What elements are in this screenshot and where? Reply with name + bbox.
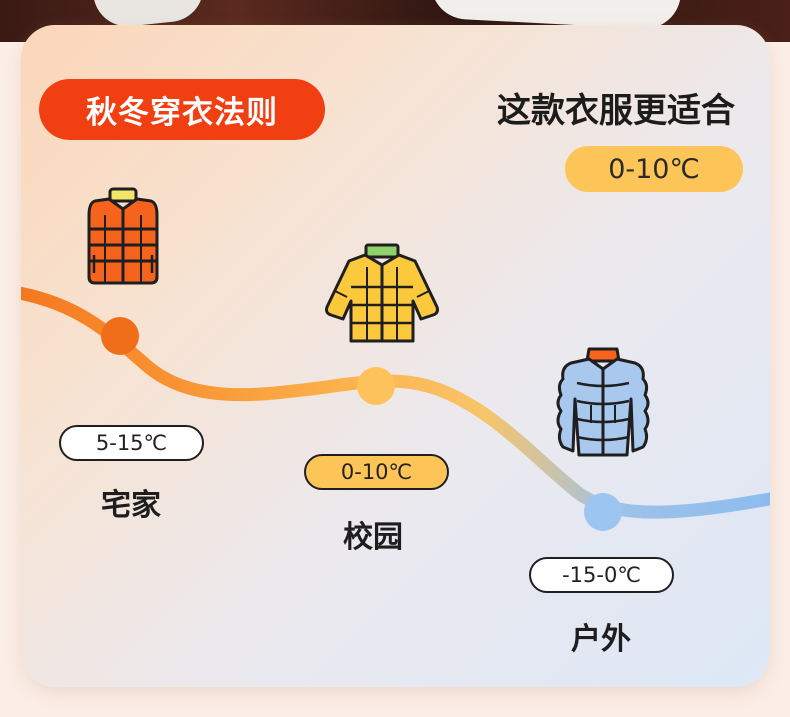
place-label-campus: 校园 xyxy=(343,520,403,555)
temp-badge-campus: 0-10℃ xyxy=(304,454,449,490)
curve-dot-home xyxy=(101,317,139,355)
blue-long-down-coat-icon xyxy=(556,347,650,457)
temperature-curve xyxy=(21,286,770,531)
curve-dot-campus xyxy=(357,367,395,405)
place-label-outdoor: 户外 xyxy=(571,622,631,657)
temp-badge-outdoor: -15-0℃ xyxy=(529,557,674,593)
yellow-puffer-jacket-icon xyxy=(325,243,439,343)
suitable-temp-badge: 0-10℃ xyxy=(565,146,743,192)
place-label-home: 宅家 xyxy=(101,488,161,523)
dressing-rules-card: 秋冬穿衣法则 这款衣服更适合 0-10℃ xyxy=(21,25,770,687)
suitable-for-label: 这款衣服更适合 xyxy=(497,91,735,131)
orange-down-vest-icon xyxy=(87,187,159,285)
curve-dot-outdoor xyxy=(584,493,622,531)
temp-badge-home: 5-15℃ xyxy=(59,425,204,461)
rules-title-badge: 秋冬穿衣法则 xyxy=(39,79,325,140)
